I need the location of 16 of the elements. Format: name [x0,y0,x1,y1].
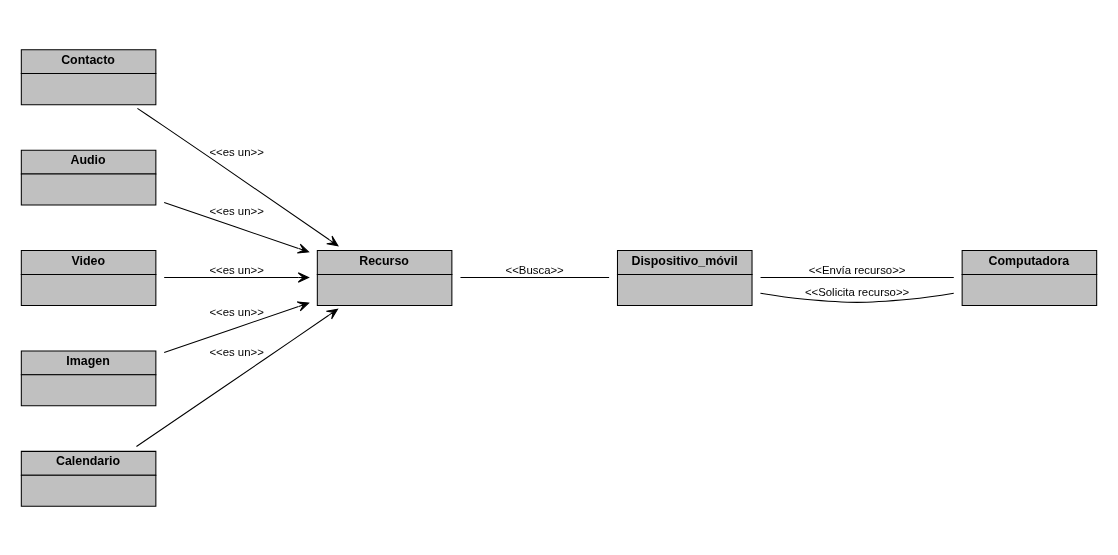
arrow [163,272,310,283]
edge-label: <<es un>> [209,305,264,318]
arrow [136,107,339,247]
edge-label: <<es un>> [209,205,264,218]
edge-label: <<Solicita recurso>> [804,285,910,298]
connector [760,277,955,278]
edge-label: <<es un>> [209,264,264,277]
arrow [163,301,310,353]
edge-label: <<Busca>> [505,264,564,277]
edge-label: <<Envía recurso>> [808,264,906,277]
connector [459,277,610,278]
edge-label: <<es un>> [209,345,264,358]
arrow [135,308,339,448]
edge-label: <<es un>> [209,146,264,159]
connector [759,292,955,303]
arrow [163,202,310,254]
